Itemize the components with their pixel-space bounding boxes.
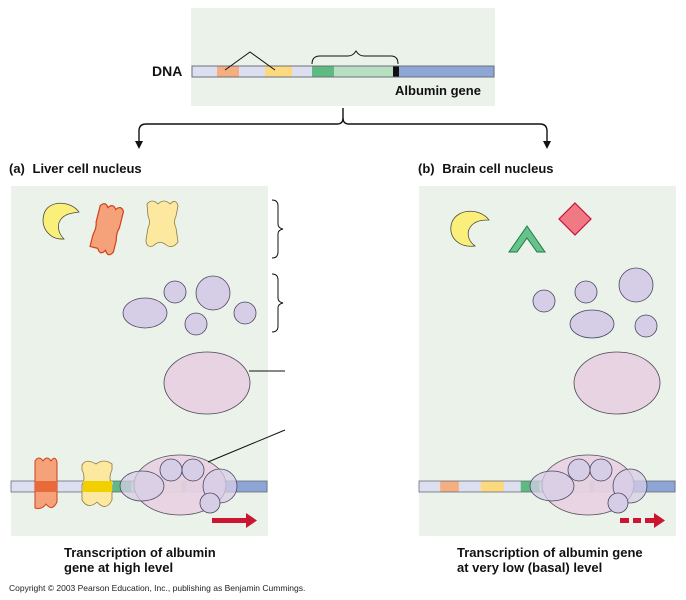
dna-segment-spacer bbox=[11, 481, 33, 492]
panel-a-title: (a) Liver cell nucleus bbox=[9, 161, 142, 176]
branch-connector-right bbox=[342, 117, 551, 149]
panel-a-name: Liver cell nucleus bbox=[33, 161, 142, 176]
top-dna-strand bbox=[191, 65, 495, 78]
caption-b-line2: at very low (basal) level bbox=[457, 560, 602, 575]
high-transcription-arrow-icon bbox=[212, 513, 257, 528]
bound-orange-site bbox=[35, 481, 57, 492]
bound-yellow-site bbox=[83, 481, 112, 492]
panel-b-title: (b) Brain cell nucleus bbox=[418, 161, 554, 176]
top-panel bbox=[191, 8, 495, 106]
caption-a-line1: Transcription of albumin bbox=[64, 545, 216, 560]
top-dna-outline bbox=[191, 65, 495, 78]
dna-segment-promoter bbox=[312, 66, 335, 77]
dna-segment-spacer bbox=[239, 66, 266, 77]
activator-crescent-icon bbox=[42, 202, 80, 240]
dna-segment-spacer bbox=[192, 66, 218, 77]
panel-a-prefix: (a) bbox=[9, 161, 25, 176]
gene-bracket bbox=[311, 50, 399, 65]
copyright-notice: Copyright © 2003 Pearson Education, Inc.… bbox=[9, 583, 305, 593]
brain-general-transcription-factors bbox=[532, 267, 658, 339]
brain-crescent-activator-icon bbox=[450, 210, 490, 247]
dna-segment-control-element-2 bbox=[265, 66, 293, 77]
branch-connector bbox=[135, 108, 344, 149]
basal-transcription-arrow-icon bbox=[620, 513, 665, 528]
dna-segment-spacer bbox=[458, 481, 482, 492]
control-elements-pointer bbox=[224, 51, 276, 71]
dna-segment-control-element-2 bbox=[480, 481, 505, 492]
dna-segment-control-element-1 bbox=[440, 481, 460, 492]
activator-pale-yellow-icon bbox=[145, 200, 179, 247]
panel-b-prefix: (b) bbox=[418, 161, 435, 176]
brain-green-activator-icon bbox=[508, 225, 546, 253]
dna-segment-spacer bbox=[419, 481, 441, 492]
dna-segment-gene-body bbox=[334, 66, 394, 77]
dna-segment-terminator bbox=[393, 66, 400, 77]
initiation-complex-b bbox=[529, 454, 648, 516]
albumin-gene-label: Albumin gene bbox=[395, 83, 481, 98]
brain-red-activator-icon bbox=[558, 202, 592, 236]
activators-brace bbox=[271, 199, 284, 259]
dna-segment-control-element-1 bbox=[217, 66, 240, 77]
dna-segment-spacer bbox=[292, 66, 313, 77]
rna-polymerase-icon bbox=[163, 351, 251, 415]
brain-rna-polymerase-icon bbox=[573, 351, 661, 415]
panel-b-name: Brain cell nucleus bbox=[442, 161, 553, 176]
complex-pointer bbox=[207, 429, 286, 463]
caption-a-line2: gene at high level bbox=[64, 560, 173, 575]
dna-label: DNA bbox=[152, 63, 182, 79]
dna-segment-spacer bbox=[50, 481, 74, 492]
initiation-complex-a bbox=[119, 454, 238, 516]
dna-segment-spacer bbox=[503, 481, 522, 492]
activator-orange-icon bbox=[89, 203, 125, 256]
dna-segment-downstream-dna bbox=[399, 66, 495, 77]
general-factors-brace bbox=[271, 273, 284, 333]
general-transcription-factors bbox=[122, 275, 257, 336]
caption-b-line1: Transcription of albumin gene bbox=[457, 545, 643, 560]
